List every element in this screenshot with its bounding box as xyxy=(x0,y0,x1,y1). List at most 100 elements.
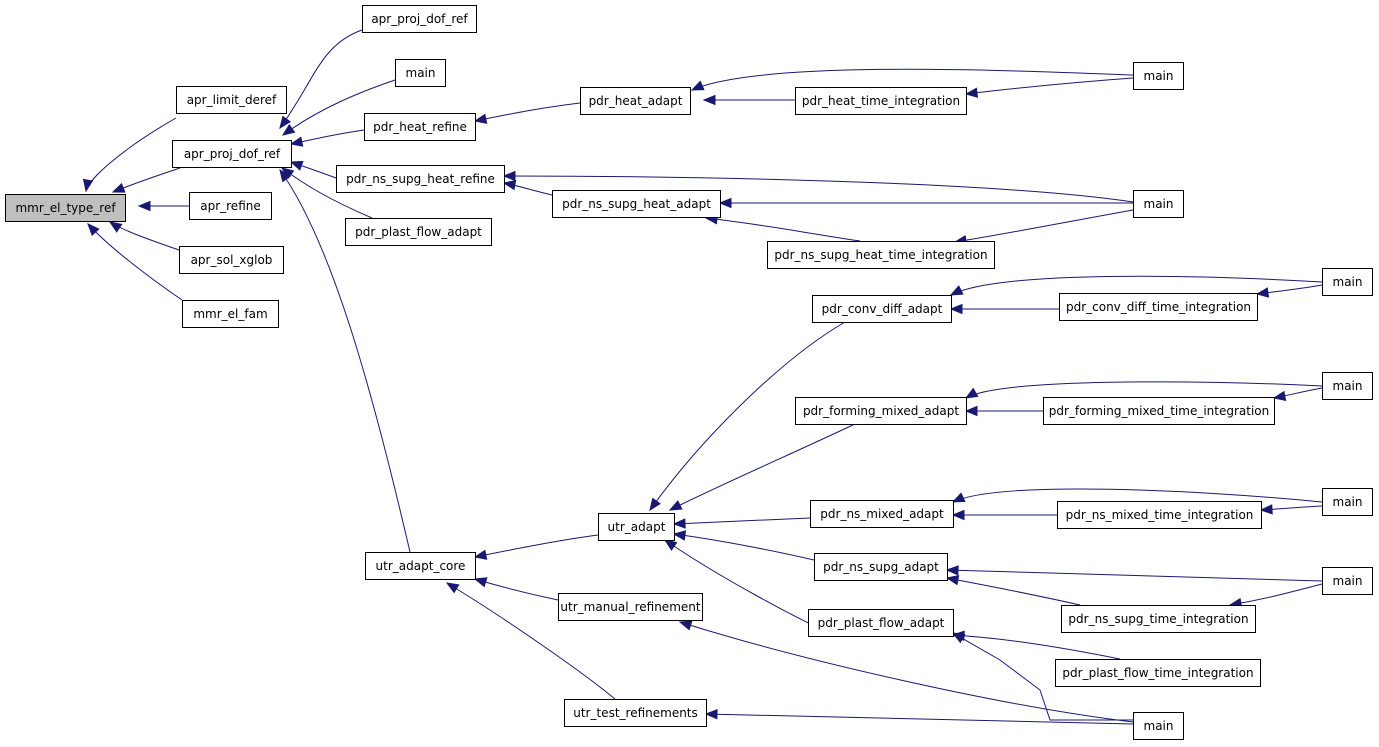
node-pdr-heat-refine[interactable]: pdr_heat_refine xyxy=(364,113,476,141)
node-pdr-plast-flow-time-integration[interactable]: pdr_plast_flow_time_integration xyxy=(1055,659,1261,687)
node-box[interactable] xyxy=(1133,712,1184,740)
node-box[interactable] xyxy=(808,609,954,637)
node-main[interactable]: main xyxy=(1133,712,1184,740)
node-box[interactable] xyxy=(176,86,287,114)
arrowhead-icon xyxy=(964,405,978,417)
edge-line xyxy=(965,77,1134,95)
node-main[interactable]: main xyxy=(1322,567,1373,595)
node-box[interactable] xyxy=(1322,268,1373,296)
node-box[interactable] xyxy=(1322,372,1373,400)
node-box[interactable] xyxy=(365,552,476,580)
arrowhead-icon xyxy=(279,115,292,130)
arrowhead-icon xyxy=(473,113,488,124)
node-box[interactable] xyxy=(810,500,954,528)
node-pdr-ns-mixed-adapt[interactable]: pdr_ns_mixed_adapt xyxy=(810,500,954,528)
node-box[interactable] xyxy=(1055,659,1261,687)
node-pdr-forming-mixed-time-integration[interactable]: pdr_forming_mixed_time_integration xyxy=(1043,397,1275,425)
node-label: pdr_forming_mixed_adapt xyxy=(803,404,959,418)
node-main[interactable]: main xyxy=(1322,488,1373,516)
node-box[interactable] xyxy=(552,190,721,218)
node-label: pdr_plast_flow_adapt xyxy=(818,616,945,630)
node-pdr-ns-supg-heat-refine[interactable]: pdr_ns_supg_heat_refine xyxy=(336,165,505,193)
node-box[interactable] xyxy=(182,300,279,328)
edge-line xyxy=(1229,583,1323,606)
node-box[interactable] xyxy=(189,192,272,220)
edge-n1-n0 xyxy=(82,117,177,193)
node-pdr-forming-mixed-adapt[interactable]: pdr_forming_mixed_adapt xyxy=(795,397,967,425)
node-box[interactable] xyxy=(345,218,492,246)
node-box[interactable] xyxy=(1322,567,1373,595)
arrowhead-icon xyxy=(718,197,732,209)
node-pdr-conv-diff-time-integration[interactable]: pdr_conv_diff_time_integration xyxy=(1059,293,1258,321)
node-pdr-ns-supg-adapt[interactable]: pdr_ns_supg_adapt xyxy=(814,553,948,581)
node-box[interactable] xyxy=(795,397,967,425)
arrowhead-icon xyxy=(137,200,151,212)
edge-line xyxy=(85,117,177,192)
node-box[interactable] xyxy=(580,87,691,115)
edge-line xyxy=(952,634,1121,660)
node-main[interactable]: main xyxy=(1133,190,1184,218)
node-pdr-heat-time-integration[interactable]: pdr_heat_time_integration xyxy=(795,87,967,115)
node-box[interactable] xyxy=(795,87,967,115)
node-mmr-el-type-ref[interactable]: mmr_el_type_ref xyxy=(5,194,126,222)
arrowhead-icon xyxy=(87,223,100,237)
node-pdr-plast-flow-adapt[interactable]: pdr_plast_flow_adapt xyxy=(808,609,954,637)
arrowhead-icon xyxy=(281,123,296,136)
edge-n26-n25 xyxy=(1272,387,1323,402)
node-label: pdr_ns_supg_heat_time_integration xyxy=(774,248,987,262)
node-apr-proj-dof-ref[interactable]: apr_proj_dof_ref xyxy=(362,5,477,33)
arrowhead-icon xyxy=(672,518,686,529)
node-box[interactable] xyxy=(1133,190,1184,218)
node-box[interactable] xyxy=(1133,62,1184,90)
node-apr-limit-deref[interactable]: apr_limit_deref xyxy=(176,86,287,114)
node-box[interactable] xyxy=(1322,488,1373,516)
node-apr-sol-xglob[interactable]: apr_sol_xglob xyxy=(179,246,284,274)
node-pdr-ns-mixed-time-integration[interactable]: pdr_ns_mixed_time_integration xyxy=(1057,501,1262,529)
node-box[interactable] xyxy=(1061,605,1256,633)
edge-n17-n9 xyxy=(502,170,1134,203)
node-box[interactable] xyxy=(395,59,446,87)
node-main[interactable]: main xyxy=(395,59,446,87)
node-box[interactable] xyxy=(336,165,505,193)
node-box[interactable] xyxy=(767,241,995,269)
edge-n8-n2 xyxy=(289,129,365,147)
node-apr-refine[interactable]: apr_refine xyxy=(189,192,272,220)
edge-n35-n33 xyxy=(951,632,1133,721)
node-box[interactable] xyxy=(1059,293,1258,321)
node-label: pdr_plast_flow_time_integration xyxy=(1062,666,1253,680)
node-pdr-ns-supg-time-integration[interactable]: pdr_ns_supg_time_integration xyxy=(1061,605,1256,633)
node-apr-proj-dof-ref[interactable]: apr_proj_dof_ref xyxy=(172,140,292,168)
node-pdr-ns-supg-heat-time-integration[interactable]: pdr_ns_supg_heat_time_integration xyxy=(767,241,995,269)
node-utr-test-refinements[interactable]: utr_test_refinements xyxy=(564,699,707,727)
node-utr-manual-refinement[interactable]: utr_manual_refinement xyxy=(558,593,703,621)
node-box[interactable] xyxy=(812,295,952,323)
node-box[interactable] xyxy=(172,140,292,168)
node-box[interactable] xyxy=(362,5,477,33)
node-pdr-plast-flow-adapt[interactable]: pdr_plast_flow_adapt xyxy=(345,218,492,246)
arrowhead-icon xyxy=(473,577,488,588)
node-pdr-ns-supg-heat-adapt[interactable]: pdr_ns_supg_heat_adapt xyxy=(552,190,721,218)
node-label: main xyxy=(1333,379,1363,393)
node-box[interactable] xyxy=(814,553,948,581)
arrowhead-icon xyxy=(289,136,304,147)
edge-n26-n24 xyxy=(964,381,1323,399)
node-mmr-el-fam[interactable]: mmr_el_fam xyxy=(182,300,279,328)
edge-line xyxy=(649,321,846,511)
node-main[interactable]: main xyxy=(1133,62,1184,90)
node-box[interactable] xyxy=(1043,397,1275,425)
node-box[interactable] xyxy=(558,593,703,621)
node-pdr-heat-adapt[interactable]: pdr_heat_adapt xyxy=(580,87,691,115)
node-box[interactable] xyxy=(598,513,675,541)
node-box[interactable] xyxy=(179,246,284,274)
node-label: main xyxy=(1333,495,1363,509)
node-main[interactable]: main xyxy=(1322,268,1373,296)
node-box[interactable] xyxy=(564,699,707,727)
node-pdr-conv-diff-adapt[interactable]: pdr_conv_diff_adapt xyxy=(812,295,952,323)
node-utr-adapt[interactable]: utr_adapt xyxy=(598,513,675,541)
node-box[interactable] xyxy=(1057,501,1262,529)
edge-line xyxy=(954,209,1134,243)
node-utr-adapt-core[interactable]: utr_adapt_core xyxy=(365,552,476,580)
node-main[interactable]: main xyxy=(1322,372,1373,400)
node-box[interactable] xyxy=(364,113,476,141)
node-box[interactable] xyxy=(5,194,126,222)
